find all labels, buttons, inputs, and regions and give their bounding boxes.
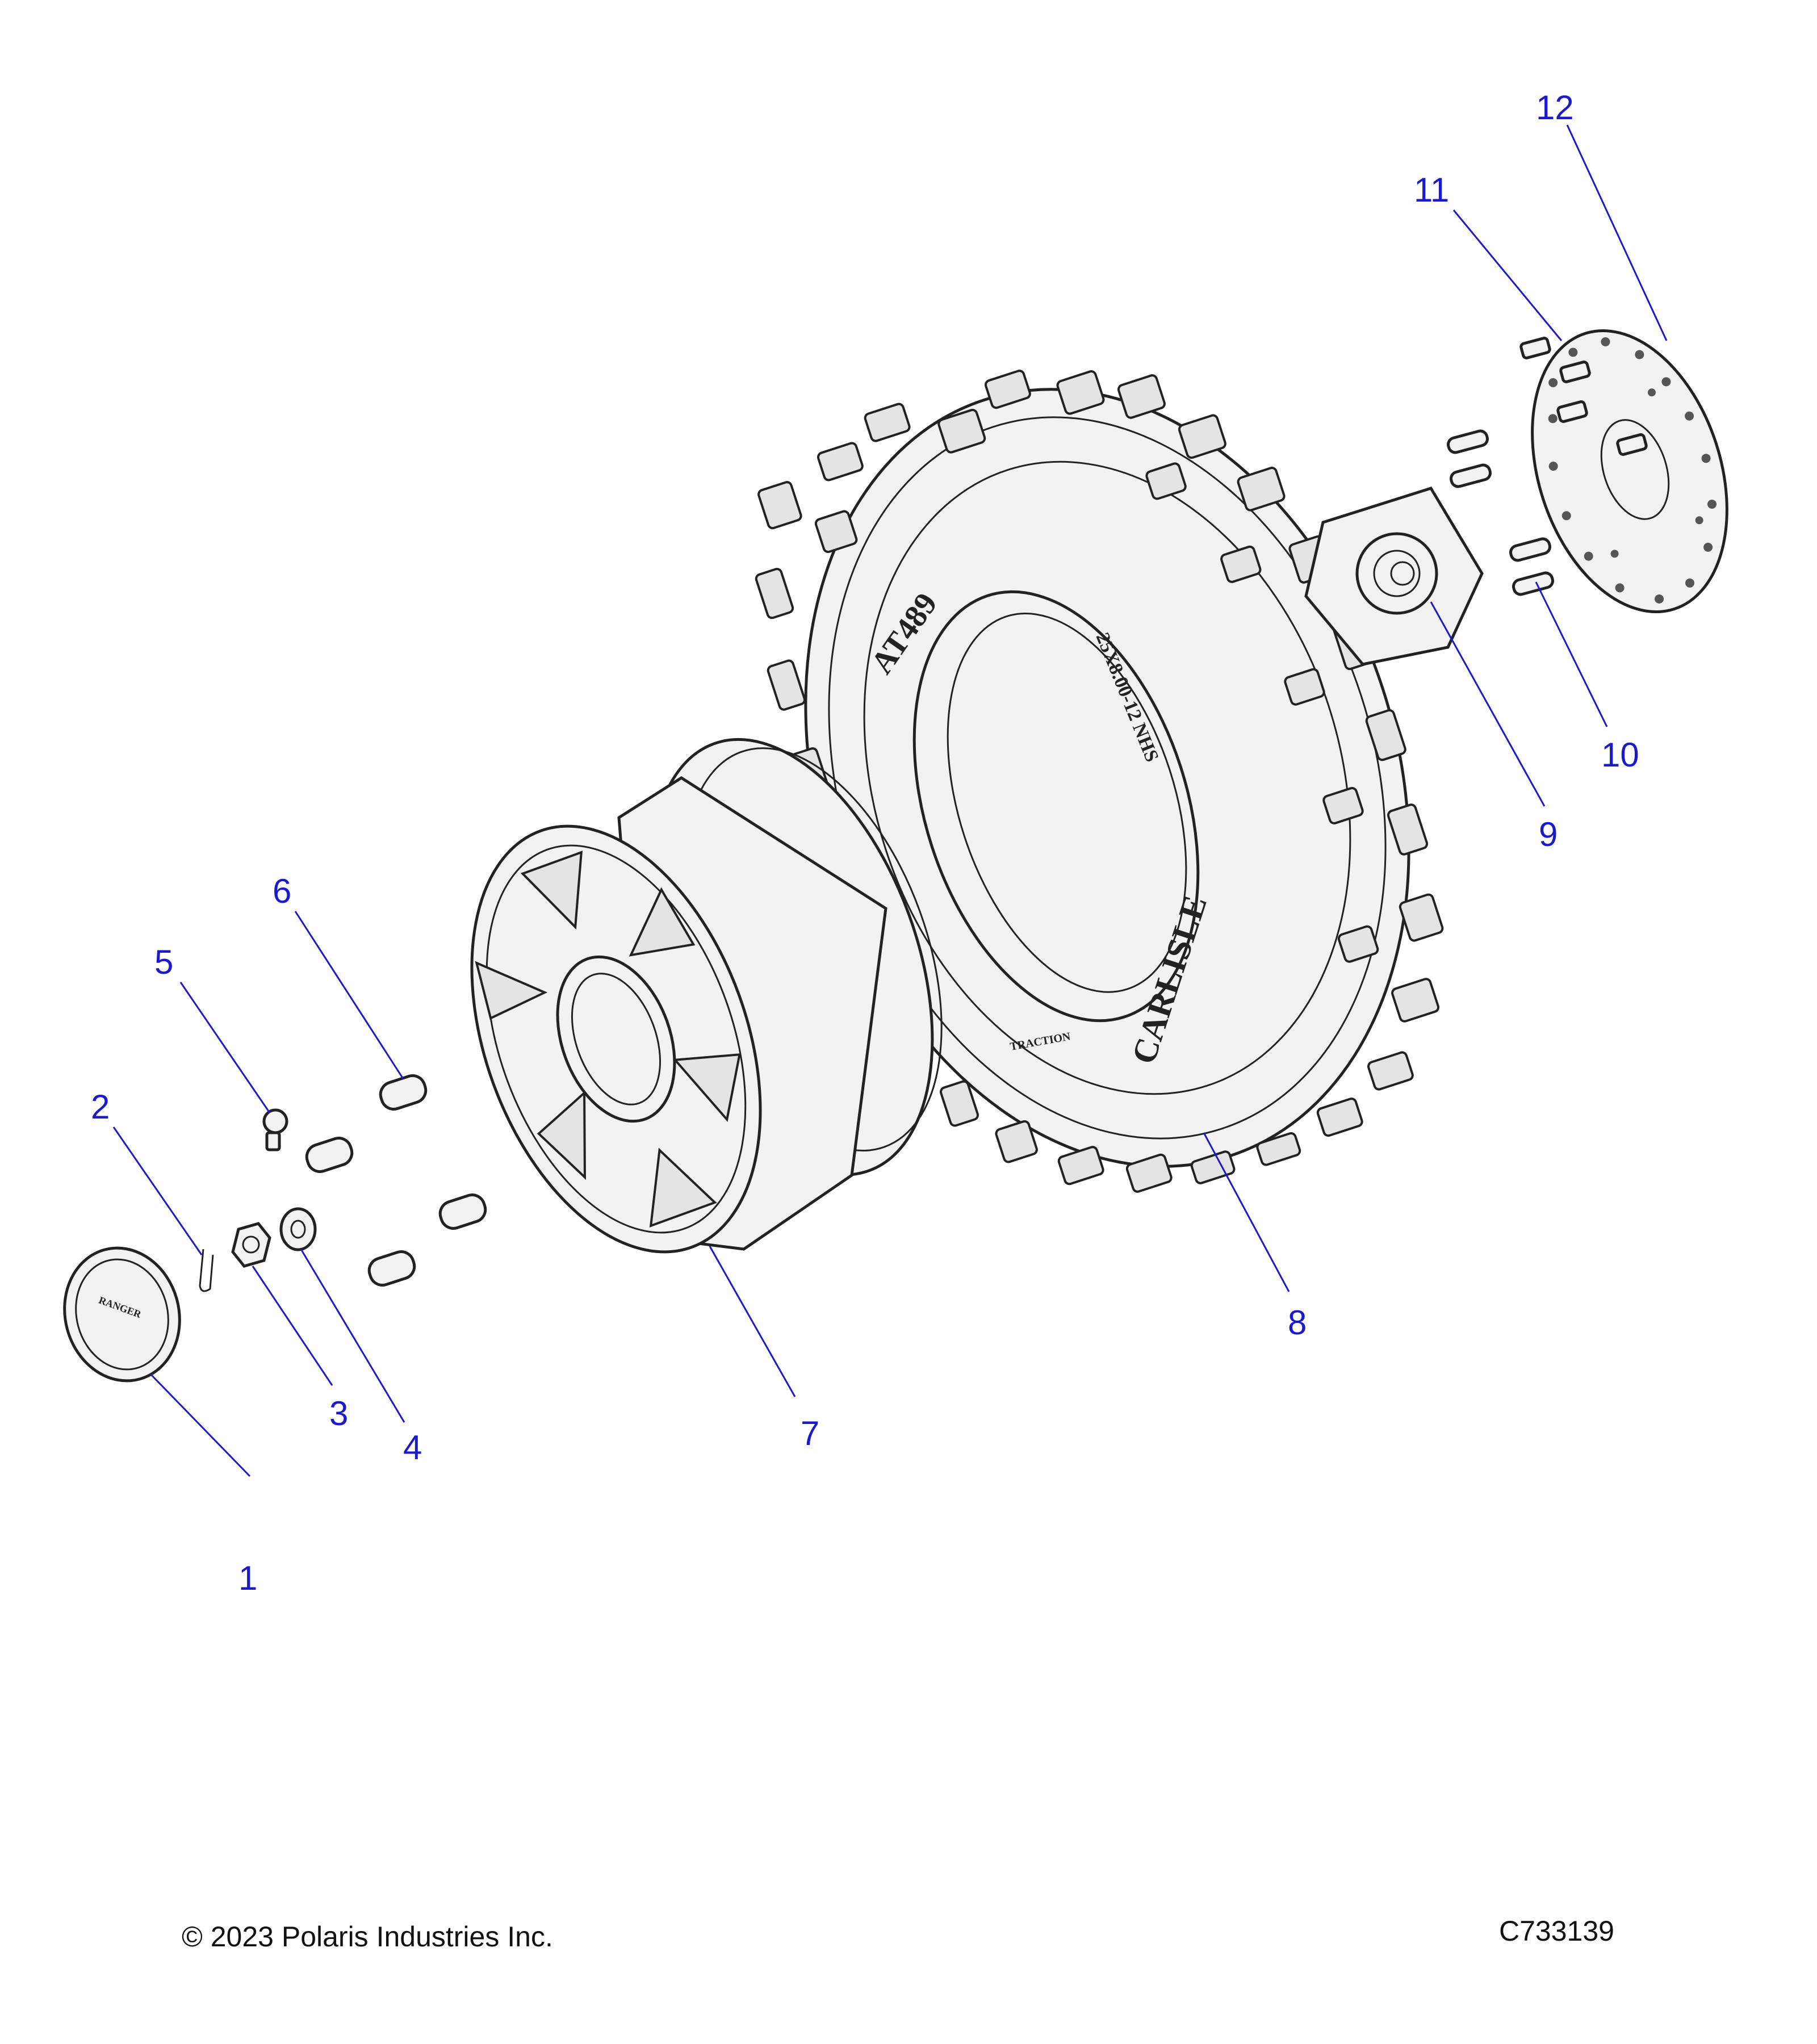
callout-3: 3 xyxy=(329,1394,348,1433)
leader-lines xyxy=(112,124,1668,1477)
hub-cap: RANGER xyxy=(63,1246,181,1383)
callout-4: 4 xyxy=(403,1429,422,1467)
tire: AT489 25X8.00-12 NHS CARLISLE TRACTION xyxy=(755,370,1444,1193)
callout-12: 12 xyxy=(1536,89,1574,127)
callout-9: 9 xyxy=(1539,815,1558,853)
brake-disc-bolts xyxy=(1519,337,1648,456)
callout-labels: 1 2 3 4 5 6 7 8 9 10 11 12 xyxy=(91,89,1639,1597)
callout-10: 10 xyxy=(1601,736,1639,774)
lug-nut-covers xyxy=(305,1074,487,1287)
callout-5: 5 xyxy=(154,943,173,981)
callout-6: 6 xyxy=(273,872,291,910)
callout-1: 1 xyxy=(238,1559,257,1597)
cotter-pin xyxy=(199,1249,214,1292)
wheel xyxy=(470,738,943,1254)
castle-nut xyxy=(231,1222,271,1268)
copyright-text: © 2023 Polaris Industries Inc. xyxy=(182,1921,553,1953)
valve-stem xyxy=(262,1108,288,1151)
figure-id-text: C733139 xyxy=(1499,1915,1614,1947)
callout-2: 2 xyxy=(91,1088,110,1126)
callout-11: 11 xyxy=(1414,171,1449,209)
wheel-hub xyxy=(1304,487,1484,666)
washer xyxy=(279,1207,317,1251)
callout-7: 7 xyxy=(801,1414,819,1452)
wheel-studs xyxy=(1447,429,1554,596)
callout-8: 8 xyxy=(1288,1304,1307,1342)
